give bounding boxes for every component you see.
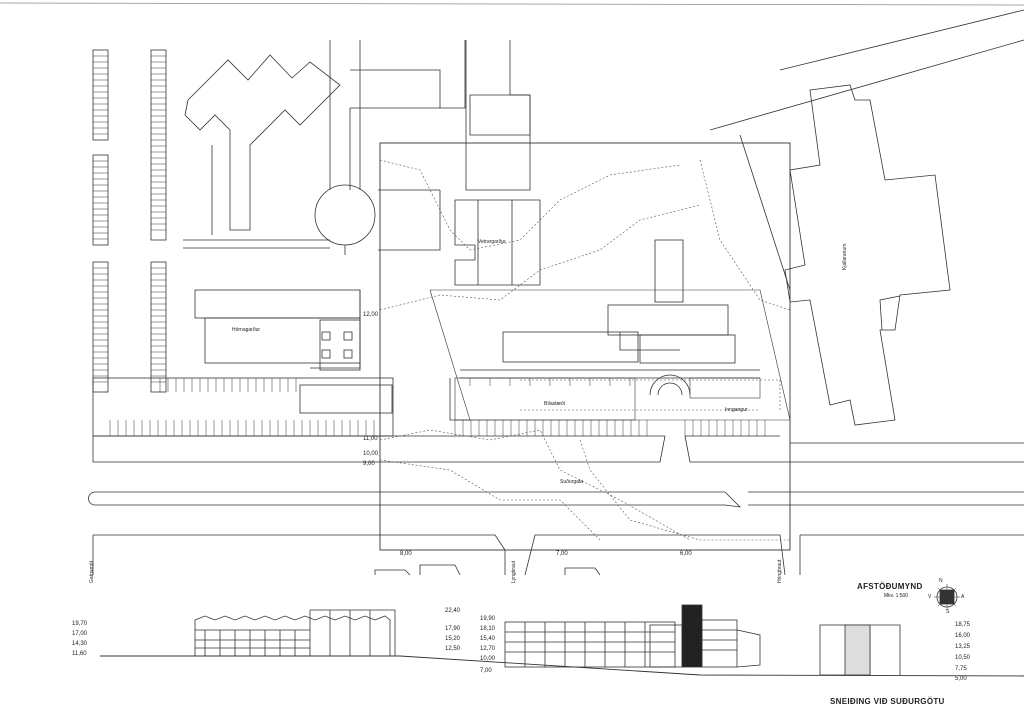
left-parking-rows [92, 49, 167, 393]
entrance-label: Inngangur [725, 407, 748, 413]
site-plan-title: AFSTÖÐUMYND [857, 582, 923, 591]
vetrargardur-label: Vetrargarður [478, 239, 506, 245]
section-level: 16,00 [955, 633, 971, 639]
section-level: 12,50 [445, 646, 461, 652]
section-level: 10,50 [955, 655, 971, 661]
parking-label: Bílastæði [544, 401, 565, 407]
east-letter: A [961, 594, 965, 600]
south-letter: S [946, 609, 950, 615]
scale-label: Mkv. 1:500 [884, 593, 909, 599]
level-11: 11,00 [363, 436, 378, 442]
section-level: 17,90 [445, 626, 461, 632]
building-right-label: Kjallaranum [842, 243, 848, 270]
section-level: 15,40 [480, 636, 496, 642]
section-level: 17,00 [72, 631, 88, 637]
level-9: 9,00 [363, 461, 375, 467]
section-level: 18,75 [955, 622, 971, 628]
section-level: 14,30 [72, 641, 88, 647]
side-street-left: Gatnamót [89, 561, 95, 583]
section-level: 5,00 [955, 676, 967, 682]
section-level: 12,70 [480, 646, 496, 652]
section-level: 7,00 [480, 668, 492, 674]
level-10: 10,00 [363, 451, 379, 457]
side-street-mid: Lyngbraut [511, 560, 517, 583]
section-level: 19,90 [480, 616, 496, 622]
section-level: 11,60 [72, 651, 87, 657]
section-level: 19,70 [72, 621, 88, 627]
north-letter: N [939, 578, 943, 584]
side-street-right: Hringbraut [777, 559, 783, 583]
section-level: 18,10 [480, 626, 496, 632]
section-level: 22,40 [445, 608, 461, 614]
level-7: 7,00 [556, 551, 568, 557]
street-label: Suðurgata [560, 479, 584, 485]
level-6: 6,00 [680, 551, 692, 557]
hornagardur-label: Hórnagarður [232, 327, 261, 333]
west-letter: V [928, 594, 932, 600]
section-level: 15,20 [445, 636, 461, 642]
section-level: 7,75 [955, 666, 967, 672]
level-8: 8,00 [400, 551, 412, 557]
section-level: 10,00 [480, 656, 496, 662]
level-12: 12,00 [363, 312, 379, 318]
section-level: 13,25 [955, 644, 971, 650]
section-title: SNEIÐING VIÐ SUÐURGÖTU [830, 697, 945, 706]
